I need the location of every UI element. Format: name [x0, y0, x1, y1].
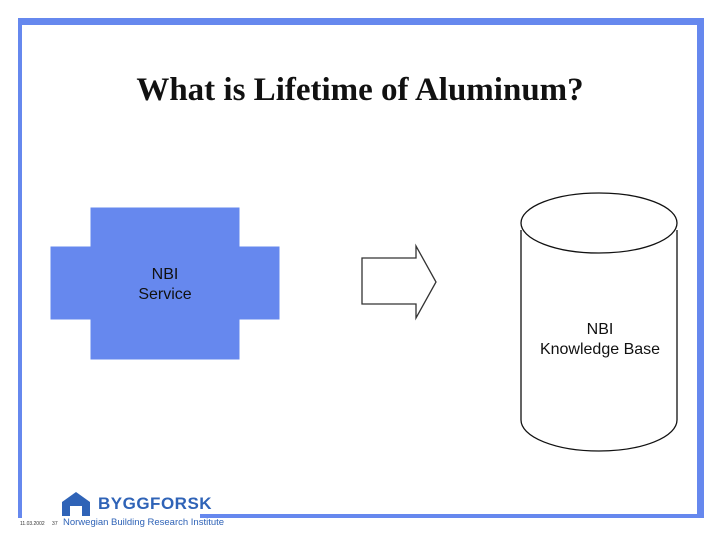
- right-arrow-icon: [361, 243, 437, 321]
- slide-title: What is Lifetime of Aluminum?: [136, 72, 584, 108]
- house-logo-icon: [62, 492, 90, 516]
- footer-date-page: 11.03.2002 37: [20, 521, 58, 527]
- logo-subtitle: Norwegian Building Research Institute: [63, 517, 225, 528]
- cylinder-database-icon: [520, 192, 678, 452]
- service-label: NBI Service: [138, 266, 192, 303]
- frame-right-border: [697, 18, 704, 518]
- knowledge-base-label: NBI Knowledge Base: [539, 321, 661, 358]
- footer-date: 11.03.2002: [20, 521, 45, 527]
- frame-top-border: [18, 18, 704, 25]
- frame-bottom-border: [200, 514, 704, 518]
- footer-page-number: 37: [52, 521, 58, 527]
- frame-left-border: [18, 18, 22, 518]
- logo-name: BYGGFORSK: [98, 494, 213, 513]
- service-cross-shape: [49, 206, 281, 361]
